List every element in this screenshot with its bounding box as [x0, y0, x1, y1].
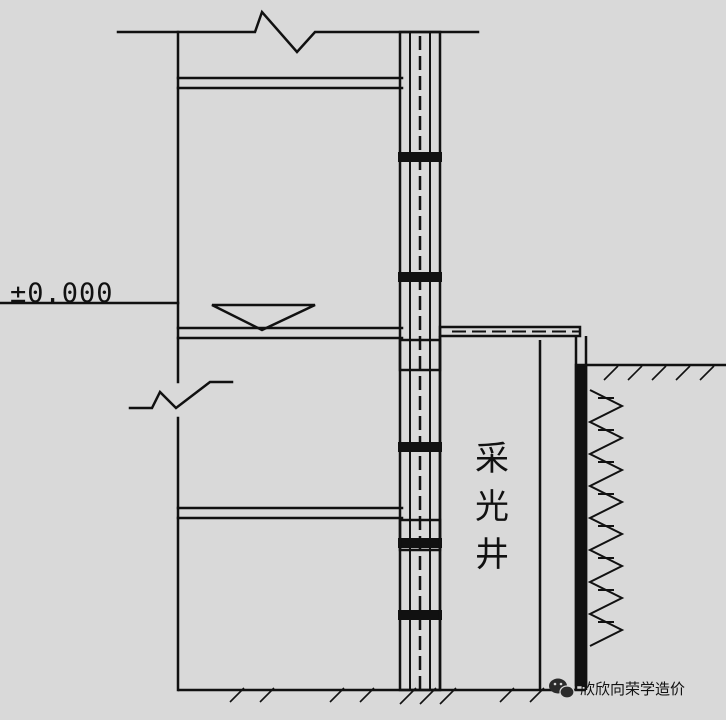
- floor-slab-basement: [176, 506, 404, 520]
- window-frames: [398, 152, 442, 620]
- watermark: 欣欣向荣学造价: [549, 678, 685, 699]
- wechat-icon: [549, 678, 575, 699]
- elevation-label: ±0.000: [10, 278, 114, 309]
- light-well-label-char-1: 采: [475, 439, 509, 479]
- light-well: [438, 325, 588, 690]
- soil-wall-hatch: [587, 389, 625, 647]
- floor-slab-top: [176, 76, 404, 90]
- floor-slab-ground: [176, 326, 404, 340]
- middle-break-line: [128, 380, 234, 410]
- watermark-text: 欣欣向荣学造价: [580, 680, 685, 698]
- bottom-soil-hatch: [178, 687, 586, 705]
- top-break-line: [116, 9, 480, 54]
- exterior-wall: [398, 30, 442, 692]
- light-well-label-char-2: 光: [475, 487, 509, 527]
- light-well-label-char-3: 井: [475, 535, 509, 575]
- elevation-triangle: [211, 303, 316, 332]
- soil-surface-hatch: [603, 365, 715, 381]
